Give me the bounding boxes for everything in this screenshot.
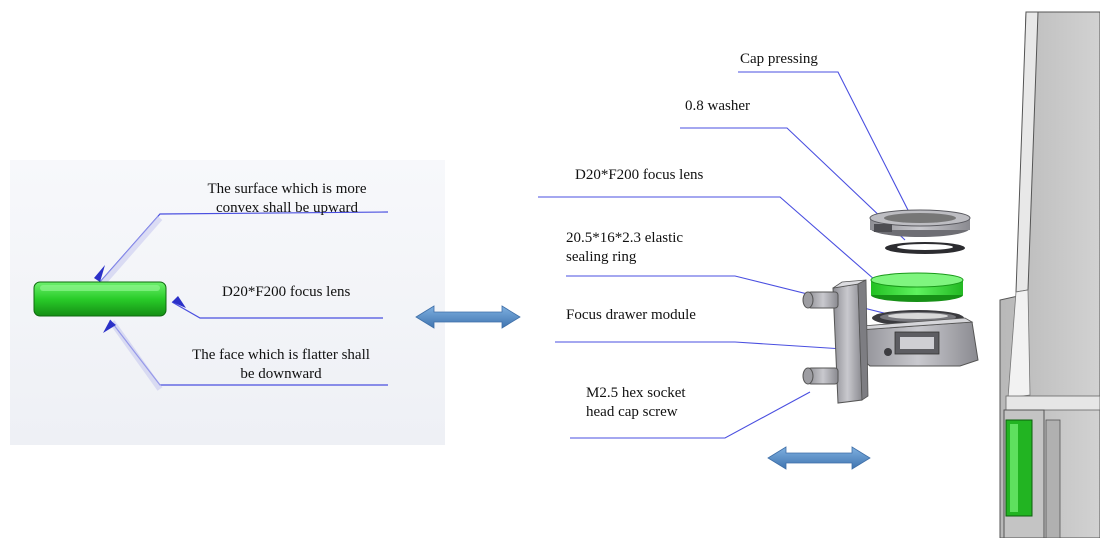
double-arrow-right (767, 446, 871, 470)
lens-arrowhead (172, 296, 186, 308)
convex-leader (99, 211, 389, 283)
double-arrow-left (415, 305, 521, 329)
sealing-ring-label-line2: sealing ring (566, 249, 637, 265)
flat-label-line2: be downward (240, 366, 322, 382)
right-lens-label: D20*F200 focus lens (575, 167, 704, 183)
left-leader-shadows (99, 216, 163, 391)
sealing-ring-label-line1: 20.5*16*2.3 elastic (566, 230, 684, 246)
cap-pressing-part (869, 209, 971, 237)
washer-leader (680, 127, 906, 241)
convex-arrowhead (94, 265, 105, 282)
convex-label-line2: convex shall be upward (215, 200, 359, 216)
left-focus-lens (33, 281, 167, 317)
focus-drawer-module (832, 279, 979, 404)
screw-label-line2: head cap screw (586, 404, 678, 420)
screw-label-line1: M2.5 hex socket (586, 385, 686, 401)
drawer-module-label: Focus drawer module (566, 307, 696, 323)
right-focus-lens (870, 272, 964, 302)
washer-label: 0.8 washer (685, 98, 750, 114)
lens-leader (171, 301, 383, 319)
cap-pressing-label: Cap pressing (740, 51, 818, 67)
washer-part (885, 242, 965, 254)
flat-arrowhead (103, 320, 116, 333)
lens-right-leader (538, 196, 876, 281)
convex-label-line1: The surface which is more (207, 181, 367, 197)
housing-wall (999, 11, 1100, 538)
screw-leader (570, 391, 811, 439)
cap-leader (738, 71, 913, 219)
hex-socket-screws (802, 291, 839, 385)
left-lens-label: D20*F200 focus lens (222, 284, 351, 300)
flat-label-line1: The face which is flatter shall (192, 347, 370, 363)
